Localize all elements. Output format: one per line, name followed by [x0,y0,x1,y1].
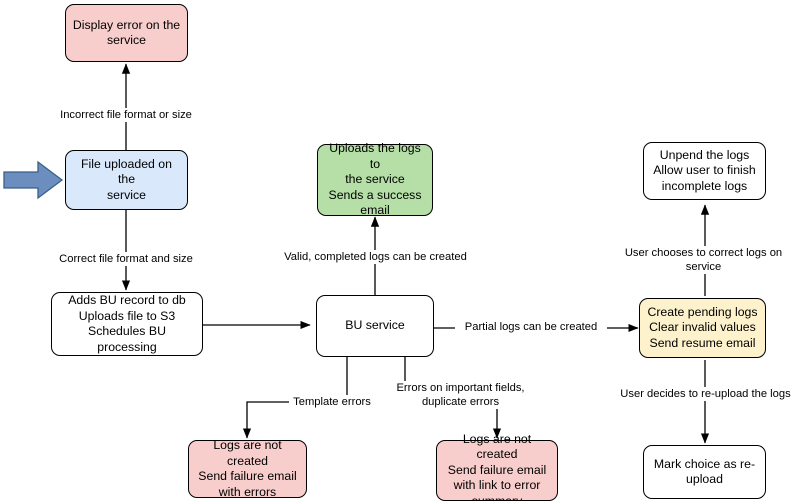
node-display-error[interactable]: Display error on the service [65,4,188,62]
node-unpend-logs[interactable]: Unpend the logs Allow user to finish inc… [643,142,766,200]
edge-label-user-reuploads: User decides to re-upload the logs [617,387,794,401]
edge-label-template-errors: Template errors [289,395,375,409]
node-logs-not-created-summary[interactable]: Logs are not created Send failure email … [436,432,558,501]
start-arrow-icon [3,160,64,200]
node-bu-service[interactable]: BU service [316,295,434,357]
node-uploads-logs[interactable]: Uploads the logs to the service Sends a … [317,141,433,217]
edge-label-partial-logs: Partial logs can be created [455,320,607,334]
node-logs-not-created-errors[interactable]: Logs are not created Send failure email … [188,438,307,499]
node-mark-choice[interactable]: Mark choice as re- upload [643,445,766,499]
edge-label-user-corrects: User chooses to correct logs on service [606,246,801,274]
node-create-pending-logs[interactable]: Create pending logs Clear invalid values… [639,298,766,358]
edge-label-incorrect-format: Incorrect file format or size [51,108,201,122]
edge-label-correct-format: Correct file format and size [51,252,201,266]
edge-label-valid-logs: Valid, completed logs can be created [278,250,473,264]
edge-label-important-errors: Errors on important fields, duplicate er… [394,381,527,409]
node-file-uploaded[interactable]: File uploaded on the service [65,150,188,210]
node-adds-bu-record[interactable]: Adds BU record to db Uploads file to S3 … [51,292,203,356]
